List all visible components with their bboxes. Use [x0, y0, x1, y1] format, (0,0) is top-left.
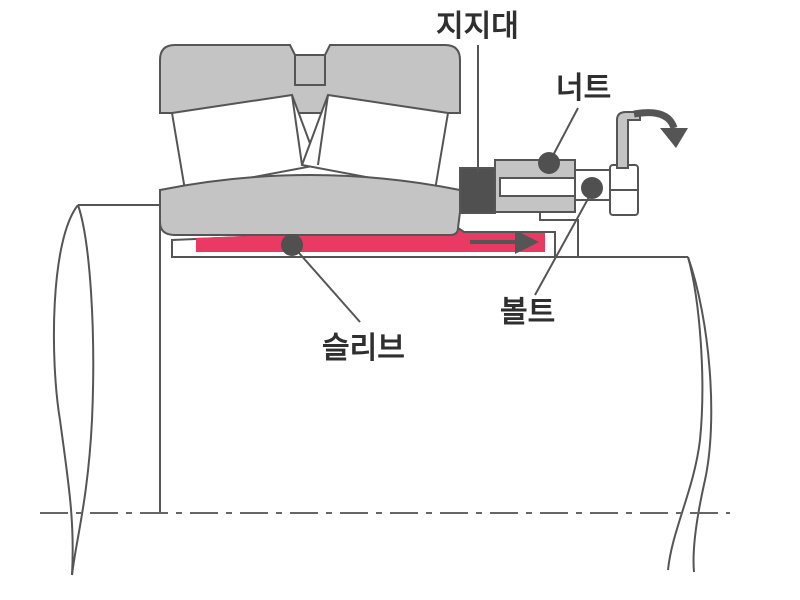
bearing-inner-ring	[159, 174, 461, 236]
leader-lines	[291, 45, 595, 323]
label-bolt: 볼트	[500, 295, 555, 330]
label-nut: 너트	[556, 71, 611, 106]
support-marker	[467, 172, 489, 194]
shaft-right-break	[667, 256, 704, 571]
label-sleeve: 슬리브	[322, 331, 405, 366]
bolt-marker	[581, 177, 603, 199]
marker-dots	[281, 152, 603, 256]
sleeve-marker	[281, 234, 303, 256]
label-support: 지지대	[436, 9, 519, 44]
support-base	[457, 211, 579, 258]
rotate-arrow-icon	[633, 109, 688, 148]
shaft-left-break	[52, 204, 79, 576]
bearing	[159, 44, 461, 236]
nut	[494, 159, 576, 213]
nut-marker	[538, 152, 560, 174]
shaft	[52, 204, 713, 576]
bolt	[574, 111, 641, 216]
wrench	[616, 111, 641, 169]
